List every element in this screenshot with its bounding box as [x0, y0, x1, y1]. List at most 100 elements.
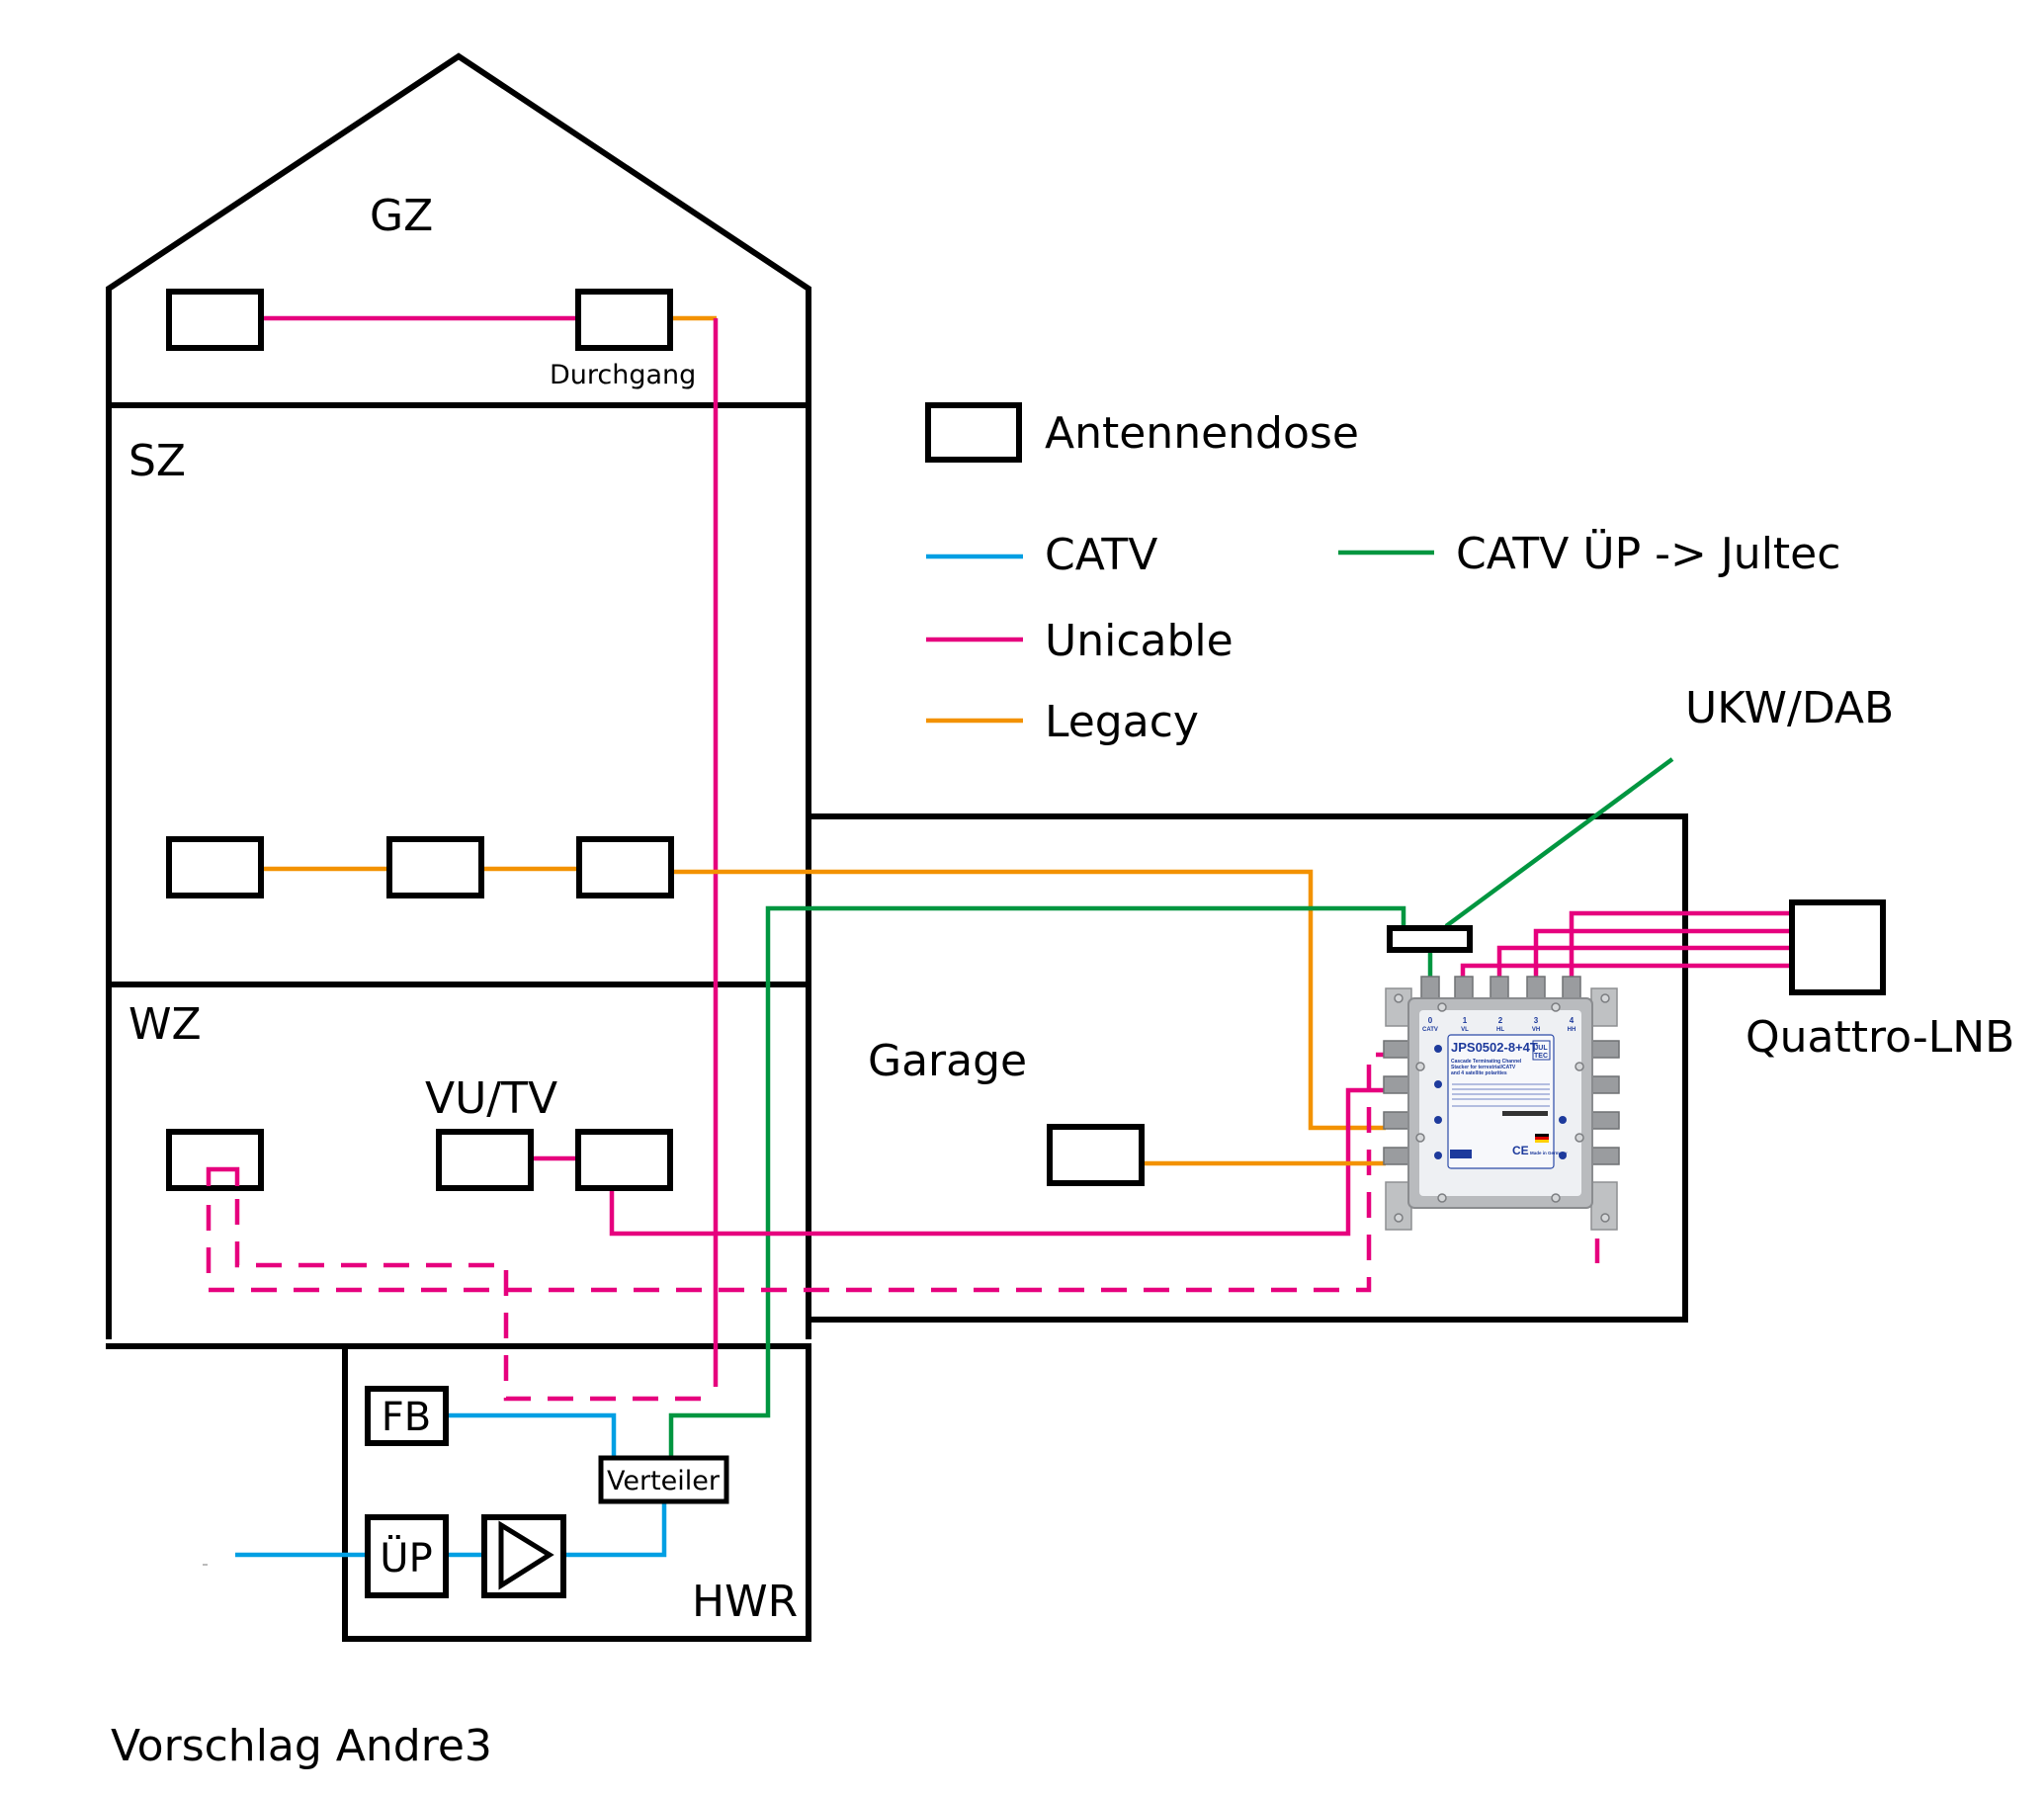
room-label-sz: SZ — [128, 436, 186, 486]
input-name-4: HH — [1568, 1027, 1576, 1033]
legend-unicable-label: Unicable — [1045, 616, 1234, 666]
badge-c — [1434, 1116, 1442, 1124]
antennendose-sz-2[interactable] — [386, 836, 484, 898]
german-flag-icon — [1535, 1134, 1549, 1137]
jultec-logo-line2: TEC — [1534, 1053, 1548, 1060]
ukw-dab-label: UKW/DAB — [1685, 683, 1894, 733]
antennendose-wz-1[interactable] — [166, 1129, 264, 1191]
hwr-devices: FB ÜP Verteiler — [365, 1386, 729, 1598]
mount-tab — [1385, 987, 1412, 1027]
german-flag-icon-red — [1535, 1137, 1549, 1140]
vutv-label: VU/TV — [425, 1073, 557, 1124]
antennendose-gz-durchgang[interactable] — [575, 289, 673, 351]
cable-lnb-hh — [1569, 910, 1790, 981]
connector-output-e[interactable] — [1383, 1147, 1412, 1165]
room-label-wz: WZ — [128, 999, 202, 1050]
barcode — [1502, 1111, 1548, 1116]
german-flag-icon-gold — [1535, 1140, 1549, 1143]
multiswitch-jultec[interactable]: 0 1 2 3 4 CATV VL HL VH HH JPS0502-8+4T … — [1383, 976, 1620, 1231]
room-label-gz: GZ — [370, 191, 433, 241]
antennendose-vutv-1[interactable] — [436, 1129, 534, 1191]
antennendose-sz-3[interactable] — [576, 836, 674, 898]
badge-b — [1434, 1080, 1442, 1088]
input-label-3: 3 — [1534, 1016, 1539, 1025]
legend-legacy-label: Legacy — [1045, 697, 1199, 747]
input-label-0: 0 — [1428, 1016, 1433, 1025]
input-label-1: 1 — [1463, 1016, 1468, 1025]
legend-catv-label: CATV — [1045, 530, 1157, 580]
input-name-0: CATV — [1422, 1027, 1438, 1033]
connector-output-a[interactable] — [1383, 1040, 1412, 1059]
room-hwr — [342, 1343, 811, 1642]
badge-f — [1559, 1152, 1567, 1159]
output-badges — [1434, 1045, 1567, 1159]
multiswitch-subtitle-3: and 4 satellite polarities — [1451, 1070, 1507, 1076]
cables — [206, 300, 1790, 1558]
input-label-2: 2 — [1498, 1016, 1503, 1025]
badge-d — [1559, 1116, 1567, 1124]
cable-catv-fb — [448, 1412, 617, 1456]
cable-catv-amp-verteiler — [565, 1503, 667, 1558]
legend: Antennendose CATV Unicable Legacy CATV Ü… — [925, 402, 1840, 747]
roof — [106, 52, 811, 1339]
input-name-3: VH — [1532, 1027, 1540, 1033]
multiswitch-model: JPS0502-8+4T — [1451, 1040, 1538, 1055]
input-name-2: HL — [1496, 1027, 1504, 1033]
input-label-4: 4 — [1570, 1016, 1575, 1025]
dsiqsat-logo — [1450, 1150, 1472, 1158]
multiswitch-subtitle-2: Stacker for terrestrial/CATV — [1451, 1065, 1516, 1070]
room-label-hwr: HWR — [692, 1577, 798, 1627]
antenna-sockets — [166, 289, 1145, 1191]
quattro-lnb-label: Quattro-LNB — [1746, 1012, 2014, 1063]
legend-antennendose-symbol — [925, 402, 1022, 463]
fb-box[interactable] — [365, 1386, 449, 1446]
durchgang-label: Durchgang — [550, 360, 696, 390]
multiswitch-subtitle-1: Cascade Terminating Channel — [1451, 1059, 1522, 1065]
stray-dot — [203, 1564, 208, 1566]
connector-output-r2[interactable] — [1590, 1075, 1620, 1094]
screws — [1394, 993, 1610, 1223]
up-label: ÜP — [380, 1534, 432, 1581]
verteiler-box[interactable] — [598, 1455, 729, 1504]
input-name-1: VL — [1461, 1027, 1469, 1033]
multiswitch-spec-lines — [1452, 1083, 1550, 1107]
connector-output-d[interactable] — [1590, 1111, 1620, 1130]
fb-label: FB — [382, 1395, 431, 1440]
antennendose-vutv-2[interactable] — [575, 1129, 673, 1191]
triangle-amplifier-icon — [498, 1520, 554, 1590]
mount-tab — [1590, 1181, 1618, 1231]
cable-ukw-dab — [1444, 757, 1674, 928]
jultec-logo-line1: JUL — [1534, 1045, 1548, 1052]
cable-catv-up-jultec — [668, 905, 1406, 1456]
room-label-garage: Garage — [868, 1036, 1027, 1086]
labels: GZ Durchgang SZ WZ VU/TV Garage HWR UKW/… — [111, 191, 2014, 1771]
cable-unicable-vutv — [609, 1087, 1386, 1237]
cable-lnb-hl — [1496, 945, 1790, 981]
cable-unicable-wz-planned-b — [206, 1052, 1386, 1293]
ukw-dab-coupler[interactable] — [1387, 925, 1473, 953]
connector-output-r1[interactable] — [1590, 1040, 1620, 1059]
connector-output-c[interactable] — [1383, 1111, 1412, 1130]
multiswitch-label-panel — [1447, 1034, 1555, 1169]
mount-tab — [1385, 1181, 1412, 1231]
legend-catv-up-jultec-label: CATV ÜP -> Jultec — [1456, 528, 1840, 579]
antennendose-sz-1[interactable] — [166, 836, 264, 898]
legend-antennendose-label: Antennendose — [1045, 408, 1359, 459]
input-connectors — [1420, 976, 1581, 1003]
up-box[interactable] — [365, 1514, 449, 1598]
cable-lnb-vl — [1460, 963, 1790, 981]
connector-output-f[interactable] — [1590, 1147, 1620, 1165]
cable-unicable-wz-planned-a — [234, 1199, 716, 1402]
made-in-germany: Made in Germany — [1530, 1151, 1568, 1155]
ce-mark: CE — [1512, 1144, 1529, 1157]
badge-a — [1434, 1045, 1442, 1053]
quattro-lnb-box[interactable] — [1789, 899, 1886, 995]
jultec-logo-box — [1532, 1040, 1551, 1061]
antennendose-garage[interactable] — [1047, 1124, 1145, 1186]
antennendose-gz-1[interactable] — [166, 289, 264, 351]
diagram-title: Vorschlag Andre3 — [111, 1721, 492, 1771]
connector-output-b[interactable] — [1383, 1075, 1412, 1094]
cable-lnb-vh — [1533, 928, 1790, 981]
output-connectors — [1383, 1040, 1620, 1165]
